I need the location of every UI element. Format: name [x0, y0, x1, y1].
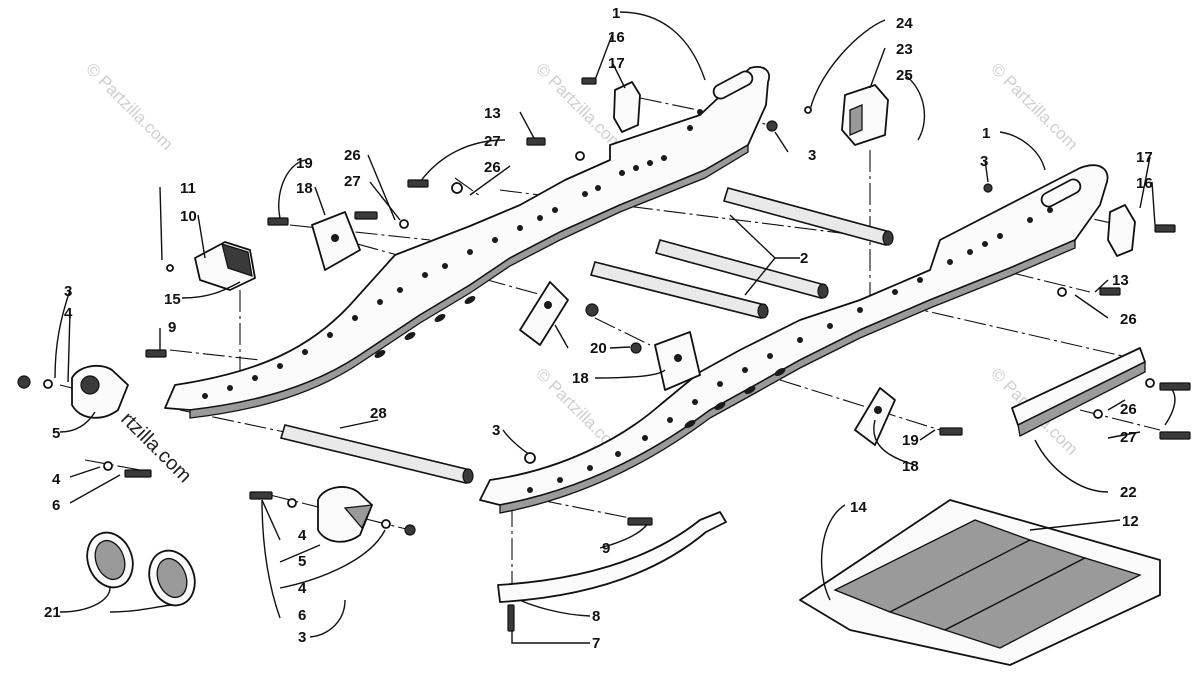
- callout-26: 26: [1120, 311, 1137, 328]
- callout-4: 4: [64, 305, 73, 322]
- callout-2: 2: [800, 250, 808, 267]
- callout-18: 18: [572, 370, 589, 387]
- callout-1: 1: [612, 5, 620, 22]
- watermark-top-left: © Partzilla.com: [82, 59, 176, 153]
- callout-27: 27: [484, 133, 501, 150]
- slide-rail-22: [1011, 347, 1146, 437]
- callout-18: 18: [296, 180, 313, 197]
- callout-5: 5: [52, 425, 60, 442]
- hose-clamps: [86, 531, 196, 607]
- rail-right-holes: [527, 207, 1053, 493]
- callout-18: 18: [902, 458, 919, 475]
- callout-26: 26: [484, 159, 501, 176]
- rail-left-holes: [202, 109, 703, 399]
- idler-wheels: [71, 364, 374, 543]
- callout-17: 17: [608, 55, 625, 72]
- callout-labels: 1 1 2 3 3 3 3 3 4 4 4 4 5 5 6 6 7 8 9 9 …: [44, 5, 1153, 652]
- callout-16: 16: [1136, 175, 1153, 192]
- callout-12: 12: [1122, 513, 1139, 530]
- wear-bar-8: [497, 511, 727, 603]
- callout-3: 3: [980, 153, 988, 170]
- callout-14: 14: [850, 499, 867, 516]
- callout-5: 5: [298, 553, 306, 570]
- callout-28: 28: [370, 405, 387, 422]
- track-12: [799, 499, 1161, 666]
- callout-6: 6: [298, 607, 306, 624]
- callout-20: 20: [590, 340, 607, 357]
- cross-shafts: [279, 187, 894, 484]
- rail-left: [164, 66, 770, 419]
- watermark-top-right: © Partzilla.com: [987, 59, 1081, 153]
- callout-25: 25: [896, 67, 913, 84]
- callout-3: 3: [808, 147, 816, 164]
- rail-right: [479, 164, 1109, 514]
- callout-26: 26: [344, 147, 361, 164]
- callout-9: 9: [602, 540, 610, 557]
- watermark-top-center: © Partzilla.com: [532, 59, 626, 153]
- callout-26: 26: [1120, 401, 1137, 418]
- callout-8: 8: [592, 608, 600, 625]
- callout-3: 3: [64, 283, 72, 300]
- callout-4: 4: [298, 527, 307, 544]
- callout-3: 3: [492, 422, 500, 439]
- callout-17: 17: [1136, 149, 1153, 166]
- callout-4: 4: [52, 471, 61, 488]
- callout-11: 11: [180, 180, 196, 197]
- callout-27: 27: [344, 173, 361, 190]
- bracket-18-set: [311, 211, 896, 446]
- callout-23: 23: [896, 41, 913, 58]
- callout-27: 27: [1120, 429, 1137, 446]
- callout-6: 6: [52, 497, 60, 514]
- block-parts: [613, 81, 1136, 257]
- hardware-fasteners: [17, 77, 1191, 632]
- callout-4: 4: [298, 580, 307, 597]
- callout-21: 21: [44, 604, 61, 621]
- callout-7: 7: [592, 635, 600, 652]
- callout-16: 16: [608, 29, 625, 46]
- callout-10: 10: [180, 208, 197, 225]
- callout-19: 19: [902, 432, 919, 449]
- callout-24: 24: [896, 15, 913, 32]
- callout-13: 13: [484, 105, 501, 122]
- leader-lines: [54, 11, 1176, 644]
- callout-15: 15: [164, 291, 181, 308]
- callout-3: 3: [298, 629, 306, 646]
- callout-13: 13: [1112, 272, 1129, 289]
- callout-22: 22: [1120, 484, 1137, 501]
- bracket-10: [194, 241, 256, 291]
- callout-1: 1: [982, 125, 990, 142]
- callout-19: 19: [296, 155, 313, 172]
- callout-9: 9: [168, 319, 176, 336]
